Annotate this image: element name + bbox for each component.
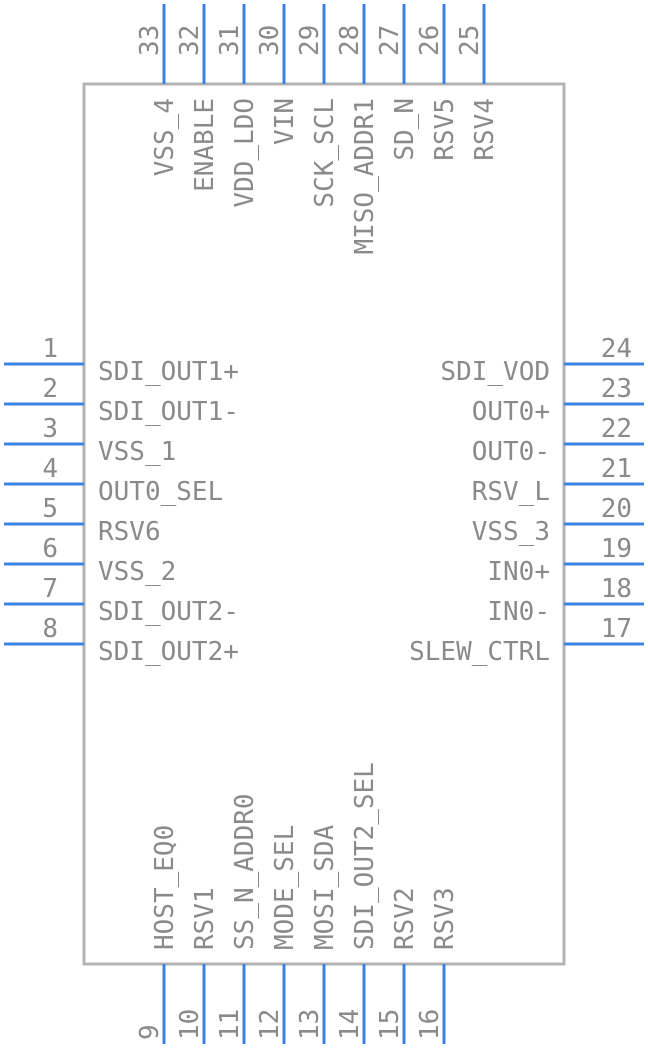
pin-label-30: VIN: [270, 98, 300, 145]
pin-number-19: 19: [601, 534, 632, 564]
pin-label-21: RSV_L: [472, 477, 550, 507]
pin-label-27: SD_N: [390, 98, 420, 161]
pin-number-30: 30: [255, 25, 285, 56]
pin-label-10: RSV1: [190, 887, 220, 950]
pin-number-31: 31: [215, 25, 245, 56]
pin-number-26: 26: [415, 25, 445, 56]
component-body: [82, 82, 566, 966]
pin-number-12: 12: [255, 1009, 285, 1040]
pin-number-6: 6: [42, 534, 58, 564]
pin-number-11: 11: [215, 1009, 245, 1040]
pin-number-2: 2: [42, 374, 58, 404]
pin-label-24: SDI_VOD: [440, 357, 550, 387]
pin-label-2: SDI_OUT1-: [98, 397, 239, 427]
pin-label-19: IN0+: [487, 557, 550, 587]
pin-number-27: 27: [375, 25, 405, 56]
pin-number-1: 1: [42, 334, 58, 364]
pin-label-32: ENABLE: [190, 98, 220, 192]
pin-number-13: 13: [295, 1009, 325, 1040]
pin-number-28: 28: [335, 25, 365, 56]
pin-label-14: SDI_OUT2_SEL: [350, 762, 380, 950]
pin-label-17: SLEW_CTRL: [409, 637, 550, 667]
pin-label-16: RSV3: [430, 887, 460, 950]
pin-number-32: 32: [175, 25, 205, 56]
pin-number-7: 7: [42, 574, 58, 604]
pin-number-4: 4: [42, 454, 58, 484]
pin-label-3: VSS_1: [98, 437, 176, 467]
pin-label-18: IN0-: [487, 597, 550, 627]
pin-label-20: VSS_3: [472, 517, 550, 547]
pin-number-9: 9: [135, 1024, 165, 1040]
pin-label-6: VSS_2: [98, 557, 176, 587]
pin-label-11: SS_N_ADDR0: [230, 793, 260, 950]
pin-label-13: MOSI_SDA: [310, 824, 340, 950]
pin-number-25: 25: [455, 25, 485, 56]
pin-number-18: 18: [601, 574, 632, 604]
pin-number-22: 22: [601, 414, 632, 444]
pin-number-24: 24: [601, 334, 632, 364]
pin-label-9: HOST_EQ0: [150, 825, 180, 950]
pin-number-33: 33: [135, 25, 165, 56]
pin-label-26: RSV5: [430, 98, 460, 161]
pin-label-15: RSV2: [390, 887, 420, 950]
pin-number-5: 5: [42, 494, 58, 524]
pin-number-15: 15: [375, 1009, 405, 1040]
pin-number-3: 3: [42, 414, 58, 444]
pin-label-28: MISO_ADDR1: [350, 98, 380, 255]
pin-label-5: RSV6: [98, 517, 161, 547]
pin-number-8: 8: [42, 614, 58, 644]
pin-label-25: RSV4: [470, 98, 500, 161]
pin-label-12: MODE_SEL: [270, 825, 300, 950]
pin-number-17: 17: [601, 614, 632, 644]
pin-label-7: SDI_OUT2-: [98, 597, 239, 627]
pin-number-16: 16: [415, 1009, 445, 1040]
pin-label-23: OUT0+: [472, 397, 550, 427]
pin-label-22: OUT0-: [472, 437, 550, 467]
pin-number-29: 29: [295, 25, 325, 56]
pin-label-31: VDD_LDO: [230, 98, 260, 208]
pin-label-1: SDI_OUT1+: [98, 357, 239, 387]
pin-number-23: 23: [601, 374, 632, 404]
pin-number-10: 10: [175, 1009, 205, 1040]
pin-number-20: 20: [601, 494, 632, 524]
pin-label-8: SDI_OUT2+: [98, 637, 239, 667]
pin-number-21: 21: [601, 454, 632, 484]
pin-label-29: SCK_SCL: [310, 98, 340, 208]
pin-label-4: OUT0_SEL: [98, 477, 223, 507]
pin-label-33: VSS_4: [150, 98, 180, 176]
pin-number-14: 14: [335, 1009, 365, 1040]
